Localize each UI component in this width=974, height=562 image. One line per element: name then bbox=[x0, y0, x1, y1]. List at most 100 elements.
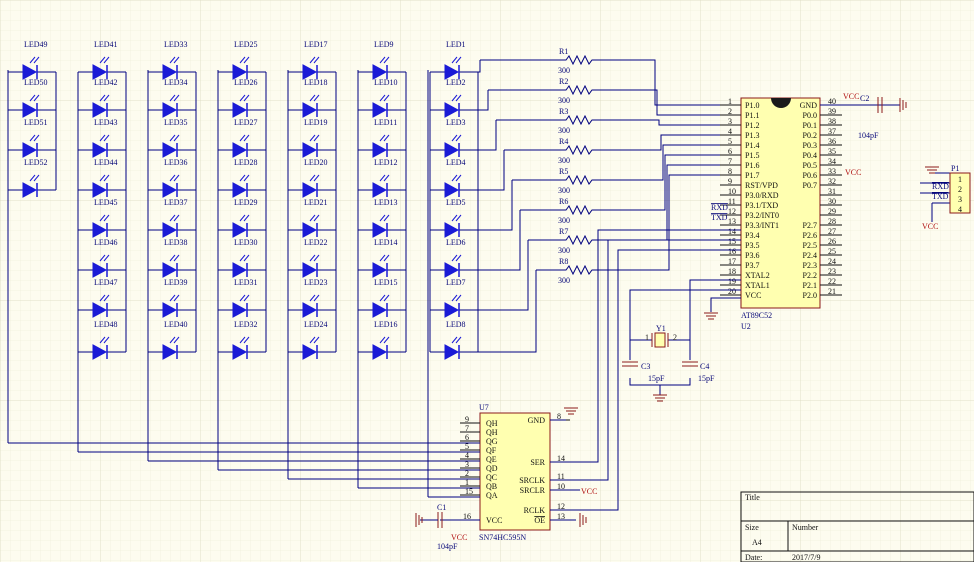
led-arrows bbox=[451, 294, 462, 302]
led: LED26 bbox=[218, 78, 266, 118]
led-label: LED41 bbox=[94, 40, 118, 49]
mcu-body bbox=[740, 97, 821, 309]
wire-xtal2 bbox=[689, 279, 741, 360]
resistor-row-link bbox=[478, 60, 481, 73]
led-label: LED40 bbox=[164, 320, 188, 329]
led-triangle bbox=[444, 262, 460, 278]
led-triangle bbox=[444, 344, 460, 360]
led-arrows bbox=[239, 134, 250, 142]
sr-pin-name: QC bbox=[486, 473, 497, 482]
p1-net-rxd: RXD bbox=[932, 182, 949, 191]
led-arrows bbox=[239, 56, 250, 64]
led-arrows bbox=[29, 94, 40, 102]
mcu-pin-name: P2.7 bbox=[803, 221, 817, 230]
mcu-part-label: AT89C52 bbox=[741, 311, 772, 320]
led-triangle bbox=[232, 64, 248, 80]
led-arrows bbox=[309, 56, 320, 64]
mcu-pin-name: P0.2 bbox=[803, 131, 817, 140]
led: LED22 bbox=[288, 238, 336, 278]
led-arrows bbox=[169, 294, 180, 302]
led-arrows bbox=[239, 336, 250, 344]
led-triangle bbox=[232, 262, 248, 278]
led-label: LED2 bbox=[446, 78, 466, 87]
led-triangle bbox=[232, 182, 248, 198]
sr-pin-name: SRCLK bbox=[519, 476, 545, 485]
mcu-pin-name: P0.5 bbox=[803, 161, 817, 170]
led: LED45 bbox=[78, 198, 126, 238]
led: LED32 bbox=[218, 320, 266, 360]
led-arrows bbox=[379, 214, 390, 222]
led-triangle bbox=[162, 262, 178, 278]
mcu-pin-name: XTAL2 bbox=[745, 271, 770, 280]
size-label: Size bbox=[745, 523, 759, 532]
led: LED10 bbox=[358, 78, 406, 118]
led-label: LED44 bbox=[94, 158, 118, 167]
led-triangle bbox=[92, 102, 108, 118]
mcu-pin-name: P3.4 bbox=[745, 231, 759, 240]
resistor-wire bbox=[480, 54, 741, 106]
resistor-row-link bbox=[478, 270, 537, 353]
sr-part-label: SN74HC595N bbox=[479, 533, 526, 542]
led-triangle bbox=[92, 222, 108, 238]
mcu-pin-number: 36 bbox=[828, 137, 836, 146]
resistor-row-link bbox=[478, 120, 497, 151]
wire-ser bbox=[550, 229, 741, 463]
led-arrows bbox=[451, 134, 462, 142]
led-label: LED52 bbox=[24, 158, 48, 167]
resistor-row-link bbox=[478, 90, 489, 111]
led-arrows bbox=[169, 134, 180, 142]
led-arrows bbox=[239, 94, 250, 102]
p1-pin-number: 3 bbox=[958, 195, 962, 204]
sr-pin-number: 1 bbox=[465, 478, 469, 487]
mcu-pin-number: 5 bbox=[728, 137, 732, 146]
c2-ref: C2 bbox=[860, 94, 869, 103]
led-triangle bbox=[372, 64, 388, 80]
mcu-pin-number: 16 bbox=[728, 247, 736, 256]
sr-pin-number: 9 bbox=[465, 415, 469, 424]
resistor-value: 300 bbox=[558, 96, 570, 105]
led-triangle bbox=[92, 302, 108, 318]
led-triangle bbox=[302, 102, 318, 118]
led-arrows bbox=[309, 94, 320, 102]
mcu-pin-name: P3.7 bbox=[745, 261, 759, 270]
led-arrows bbox=[379, 336, 390, 344]
led-label: LED51 bbox=[24, 118, 48, 127]
led-triangle bbox=[232, 344, 248, 360]
mcu-pin-number: 21 bbox=[828, 287, 836, 296]
led-triangle bbox=[444, 142, 460, 158]
led: LED12 bbox=[358, 158, 406, 198]
mcu-pin-number: 19 bbox=[728, 277, 736, 286]
led-triangle bbox=[302, 64, 318, 80]
led-triangle bbox=[444, 182, 460, 198]
resistor-wire bbox=[512, 144, 741, 186]
mcu-pin-number: 9 bbox=[728, 177, 732, 186]
sr-pin-name: QA bbox=[486, 491, 498, 500]
led-label: LED43 bbox=[94, 118, 118, 127]
resistor-ref: R5 bbox=[559, 167, 568, 176]
led: LED17 bbox=[288, 40, 336, 80]
wire-srclk bbox=[550, 239, 741, 481]
c2-value: 104pF bbox=[858, 131, 879, 140]
sr-pin-number: 13 bbox=[557, 512, 565, 521]
mcu-pin-name: P3.6 bbox=[745, 251, 759, 260]
led-triangle bbox=[162, 222, 178, 238]
mcu-pin-name: P0.1 bbox=[803, 121, 817, 130]
led-arrows bbox=[379, 294, 390, 302]
led: LED4 bbox=[430, 158, 478, 198]
mcu-pin-name: P0.6 bbox=[803, 171, 817, 180]
p1-net-txd: TXD bbox=[932, 192, 949, 201]
resistor-row-link bbox=[478, 240, 529, 311]
led: LED36 bbox=[148, 158, 196, 198]
led-label: LED33 bbox=[164, 40, 188, 49]
date-value: 2017/7/9 bbox=[792, 553, 820, 562]
led-triangle bbox=[162, 302, 178, 318]
led-triangle bbox=[372, 182, 388, 198]
number-label: Number bbox=[792, 523, 819, 532]
led-arrows bbox=[379, 56, 390, 64]
mcu-pin-name: P0.3 bbox=[803, 141, 817, 150]
led: LED52 bbox=[8, 158, 56, 198]
led: LED30 bbox=[218, 238, 266, 278]
